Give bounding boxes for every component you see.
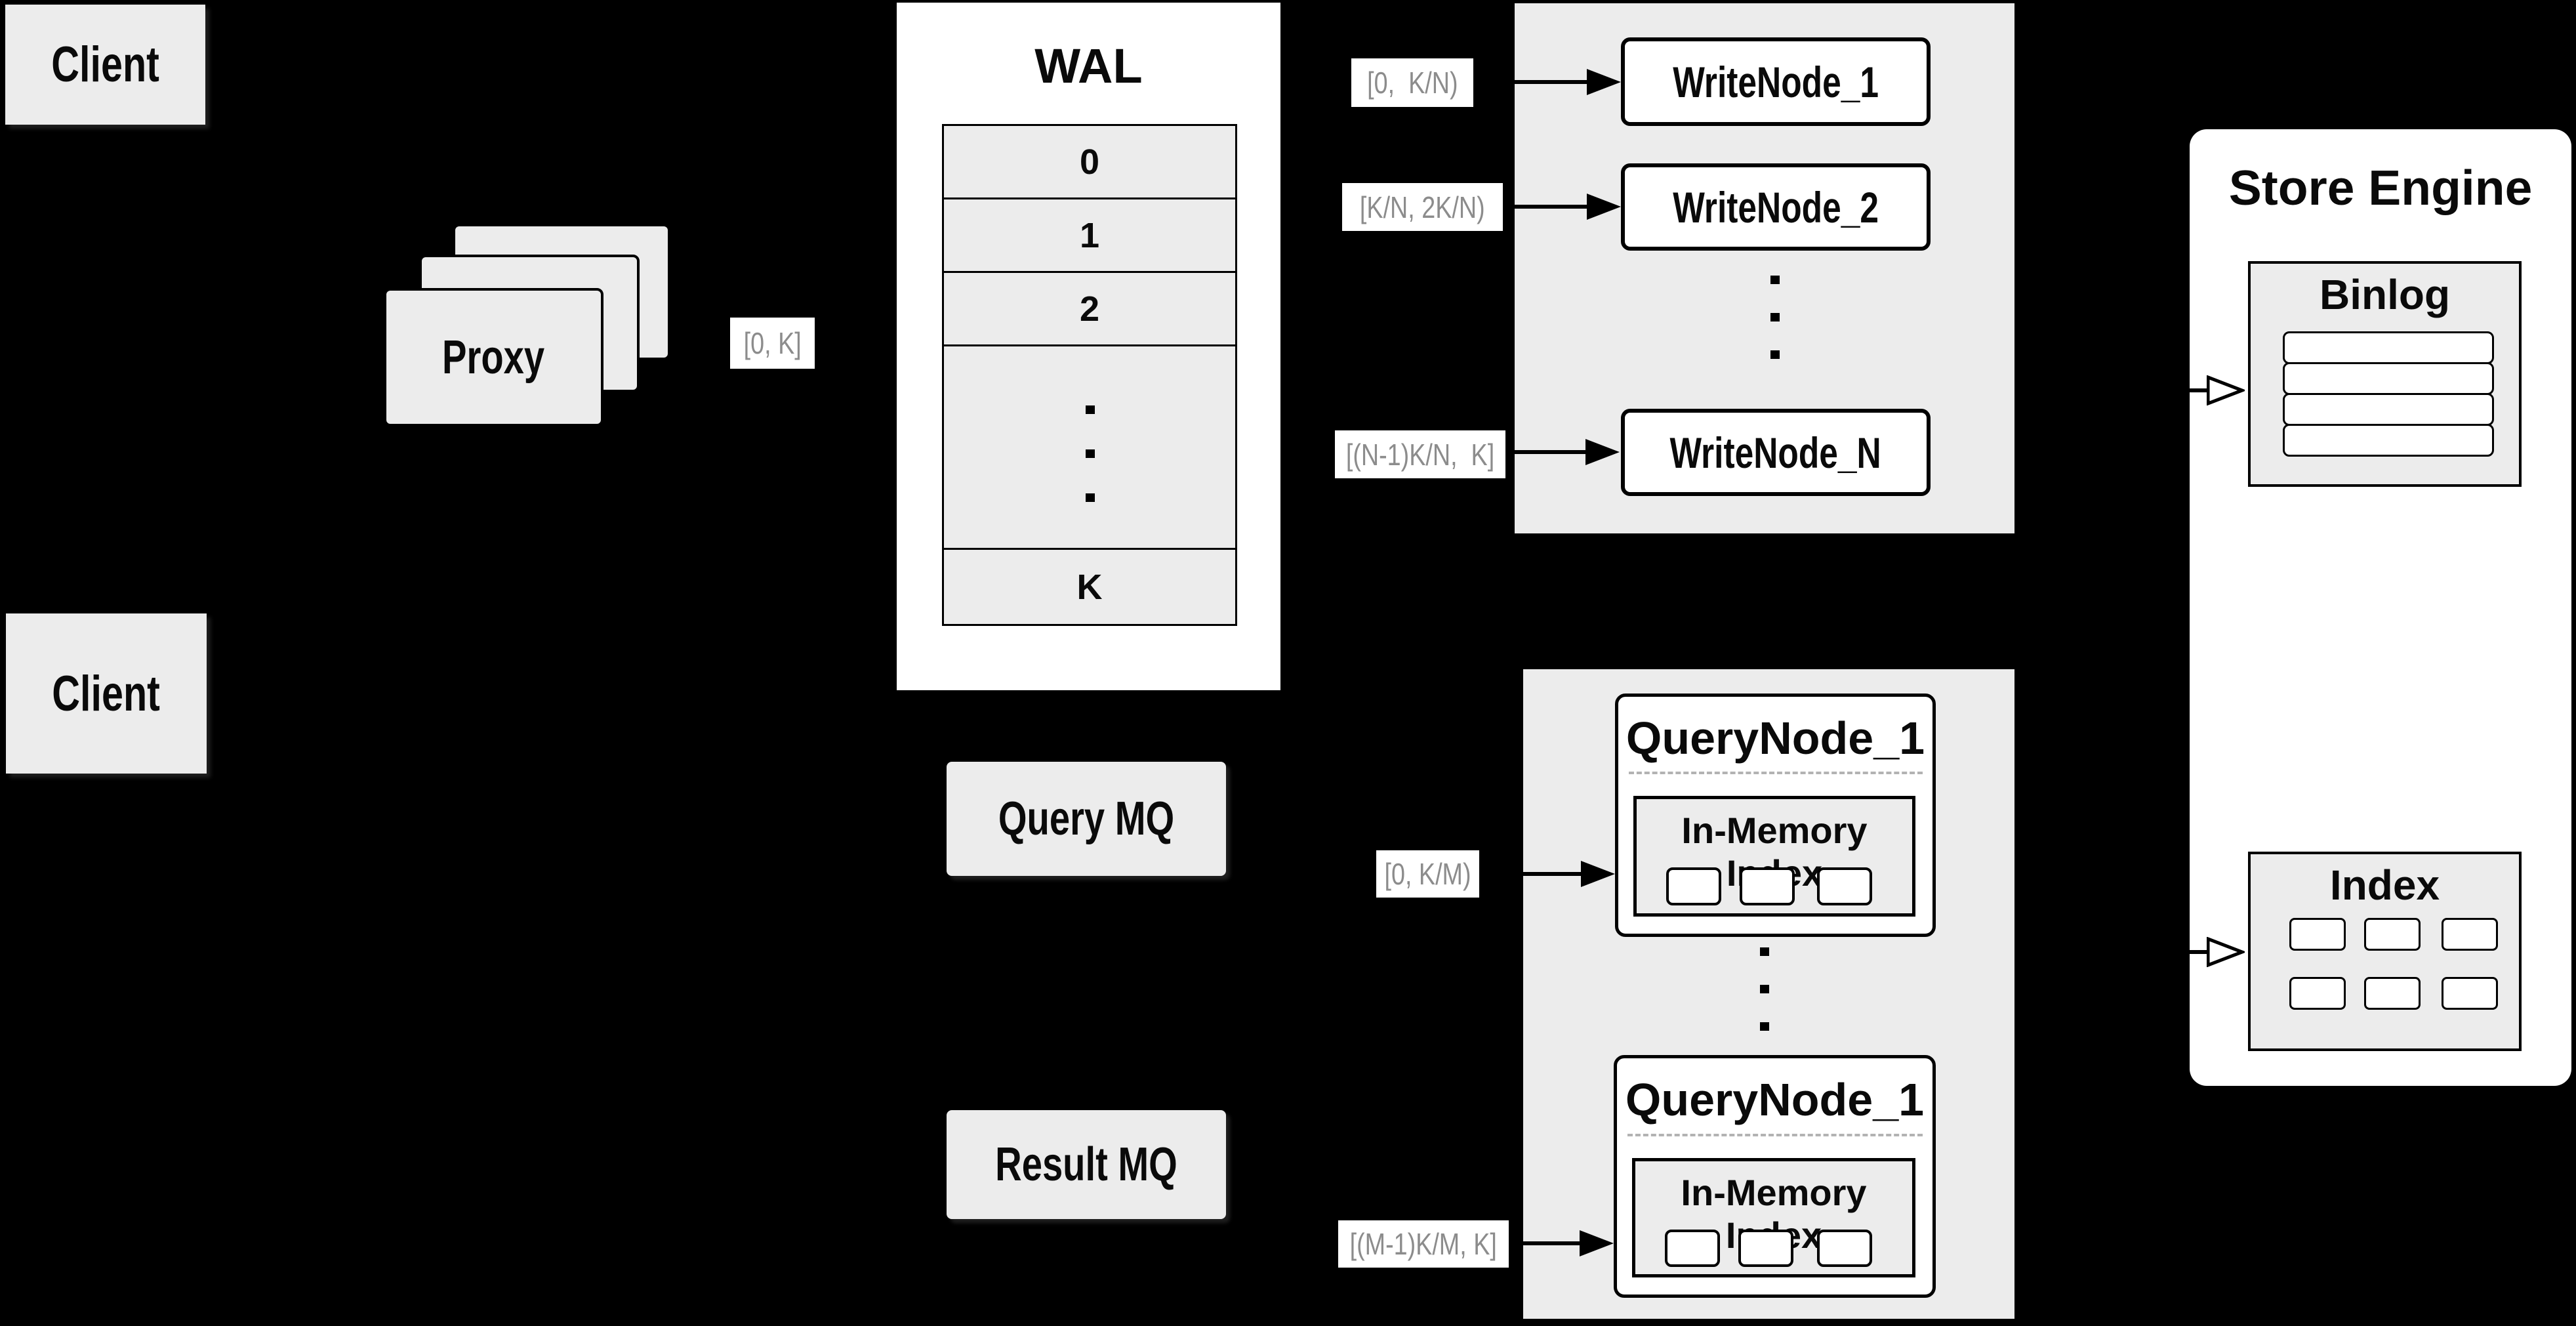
inmemory-segment-cell [1665,1230,1720,1267]
write-node-2-label: WriteNode_2 [1673,182,1879,232]
binlog-segment-row [2283,362,2494,395]
query-node-top-title: QueryNode_1 [1625,713,1925,764]
wal-segment-row-2: 2 [942,271,1237,346]
range-label-write-1: [0, K/N) [1351,58,1473,107]
arrowhead-write-node-2-icon [1587,194,1621,220]
index-cell [2289,918,2346,951]
query-mq-box: Query MQ [947,762,1226,876]
client-top-box: Client [5,5,205,125]
hollow-arrowhead-binlog-icon [2207,375,2245,405]
arrow-to-binlog [2125,388,2208,392]
arrowhead-query-node-bottom-icon [1580,1230,1614,1256]
write-node-ellipsis-icon [1770,313,1780,321]
arrow-to-write-node-1 [1476,80,1589,84]
query-node-ellipsis-icon [1760,985,1769,993]
client-top-label: Client [51,37,159,93]
range-label-write-2: [K/N, 2K/N) [1342,183,1503,231]
query-node-top-divider [1629,772,1923,774]
binlog-segment-row [2283,393,2494,426]
range-label-query-top-text: [0, K/M) [1384,857,1471,891]
range-label-write-2-text: [K/N, 2K/N) [1360,190,1485,224]
client-bottom-label: Client [52,665,161,722]
inmemory-segment-cell [1817,1230,1872,1267]
index-cell [2364,918,2421,951]
query-node-ellipsis-icon [1760,947,1769,956]
result-mq-label: Result MQ [995,1138,1177,1191]
query-mq-label: Query MQ [998,793,1175,845]
write-node-1-label: WriteNode_1 [1673,57,1879,106]
arrow-to-write-node-n [1508,450,1588,454]
arrowhead-write-node-1-icon [1587,69,1621,95]
wal-segment-k: K [1076,567,1103,607]
wal-segment-1: 1 [1079,215,1100,255]
proxy-box: Proxy [384,288,603,426]
hollow-arrowhead-index-icon [2207,937,2245,967]
inmemory-segment-cell [1740,867,1795,905]
index-box [2248,852,2522,1051]
inmemory-segment-cell [1738,1230,1793,1267]
range-label-write-n: [(N-1)K/N, K] [1335,430,1505,478]
binlog-segment-row [2283,424,2494,457]
proxy-label: Proxy [442,331,545,384]
binlog-segment-row [2283,331,2494,364]
range-label-write-1-text: [0, K/N) [1366,66,1458,100]
wal-title: WAL [1034,39,1143,93]
range-label-ingest-text: [0, K] [743,326,802,360]
write-node-2-box: WriteNode_2 [1621,163,1931,251]
wal-ellipsis-row [942,344,1237,550]
wal-ellipsis-icon [1086,493,1095,502]
inmemory-index-top-title: In-Memory Index [1681,810,1868,894]
write-node-1-box: WriteNode_1 [1621,37,1931,126]
range-label-query-top: [0, K/M) [1376,850,1479,898]
range-label-ingest: [0, K] [730,318,815,369]
store-engine-title: Store Engine [2228,160,2533,215]
query-node-ellipsis-icon [1760,1022,1769,1031]
wal-ellipsis-icon [1086,405,1095,414]
arrowhead-query-node-top-icon [1581,861,1615,887]
inmemory-segment-cell [1817,867,1872,905]
wal-segment-row-1: 1 [942,197,1237,273]
write-node-ellipsis-icon [1770,276,1780,284]
arrow-to-query-node-top [1481,872,1583,876]
wal-ellipsis-icon [1086,449,1095,458]
write-node-ellipsis-icon [1770,350,1780,359]
binlog-title: Binlog [2319,271,2451,318]
result-mq-box: Result MQ [947,1110,1226,1219]
arrow-to-index [2125,950,2208,954]
wal-segment-0: 0 [1079,142,1100,182]
index-cell [2442,977,2498,1010]
write-node-n-label: WriteNode_N [1669,428,1882,477]
query-node-bottom-title: QueryNode_1 [1625,1074,1925,1125]
wal-segment-row-k: K [942,548,1237,626]
arrow-to-query-node-bottom [1512,1241,1580,1245]
wal-segment-row-0: 0 [942,124,1237,199]
index-cell [2289,977,2346,1010]
write-node-n-box: WriteNode_N [1621,409,1931,496]
index-cell [2364,977,2421,1010]
wal-segment-2: 2 [1079,289,1100,329]
range-label-query-bottom-text: [(M-1)K/M, K] [1349,1227,1498,1261]
inmemory-segment-cell [1666,867,1721,905]
arrow-to-write-node-2 [1505,205,1589,209]
index-title: Index [2329,861,2440,909]
index-cell [2442,918,2498,951]
client-bottom-box: Client [6,613,207,774]
arrowhead-write-node-n-icon [1585,439,1620,465]
query-node-bottom-divider [1627,1134,1923,1136]
range-label-query-bottom: [(M-1)K/M, K] [1338,1220,1509,1268]
range-label-write-n-text: [(N-1)K/N, K] [1345,437,1495,472]
